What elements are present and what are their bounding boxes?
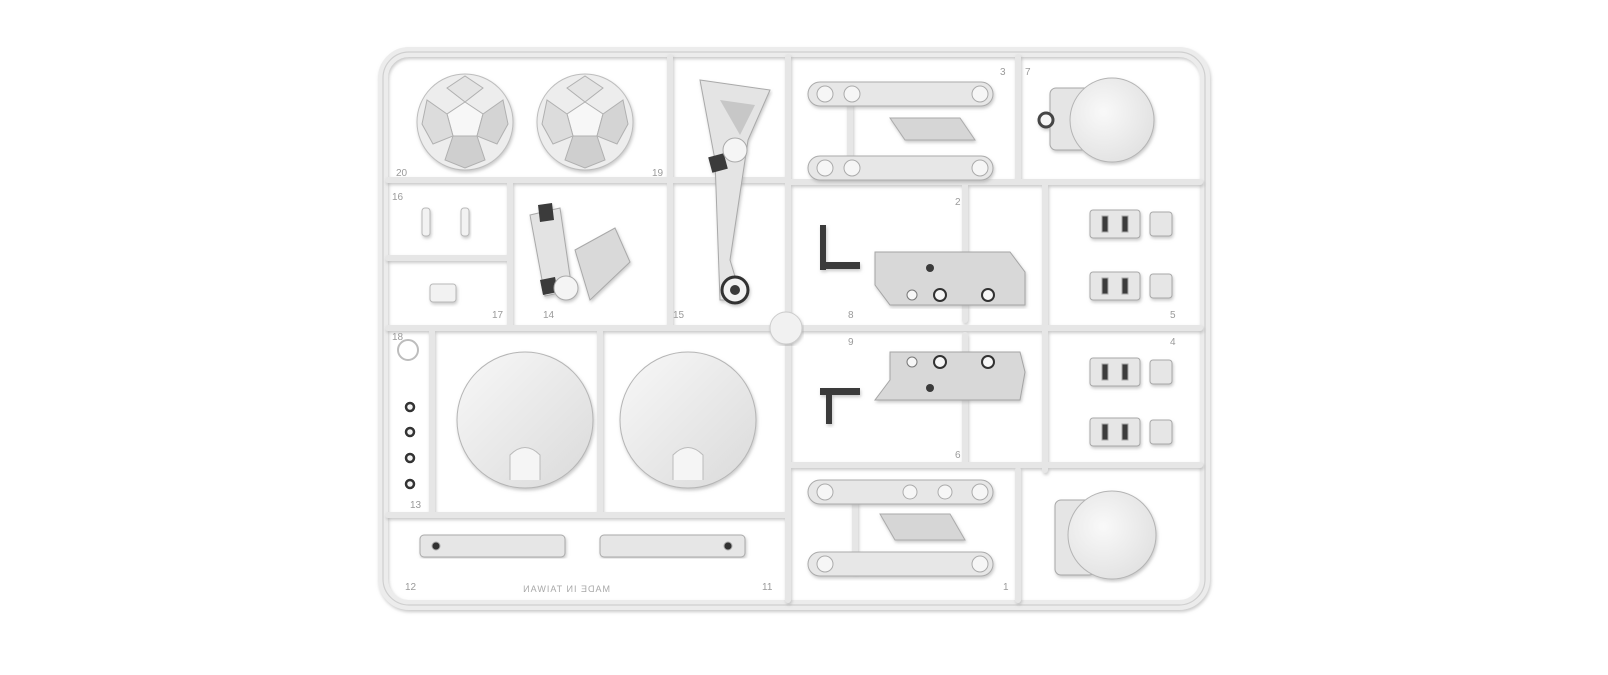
- dome-left: [456, 351, 594, 489]
- part-number-20: 20: [396, 168, 408, 179]
- part-number-13: 13: [410, 500, 422, 511]
- part-number-9: 9: [848, 337, 854, 348]
- round-lid-bottom: [1054, 490, 1157, 580]
- small-pins: [421, 207, 470, 303]
- faceted-ball-left: [416, 73, 514, 171]
- arm-piece-15: [699, 79, 771, 305]
- part-number-7: 7: [1025, 67, 1031, 78]
- part-number-2: 2: [955, 197, 961, 208]
- faceted-ball-right: [536, 73, 634, 171]
- dome-right: [619, 351, 757, 489]
- body-plate-8: [820, 225, 1026, 306]
- part-number-3: 3: [1000, 67, 1006, 78]
- part-number-labels: 1 2 3 4 5 6 7 8 9 11 12 13 14 15 16 17 1…: [392, 67, 1176, 593]
- body-plate-9: [820, 351, 1026, 424]
- part-number-11: 11: [762, 582, 773, 593]
- axle-bars: [419, 534, 746, 558]
- part-number-4: 4: [1170, 337, 1176, 348]
- part-number-17: 17: [492, 310, 504, 321]
- made-in-stamp: MADE IN TAIWAN: [522, 584, 610, 594]
- part-number-16: 16: [392, 192, 404, 203]
- sprue-frame: [378, 47, 1210, 610]
- sprue-gate: [769, 311, 803, 345]
- link-bars-upper: [807, 81, 994, 181]
- part-number-19: 19: [652, 168, 664, 179]
- part-number-6: 6: [955, 450, 961, 461]
- small-studs: [404, 401, 416, 490]
- leg-piece-14: [529, 203, 631, 301]
- ring-part: [397, 339, 419, 361]
- joint-clips: [1089, 209, 1173, 447]
- part-number-5: 5: [1170, 310, 1176, 321]
- part-number-8: 8: [848, 310, 854, 321]
- link-bars-lower: [807, 479, 994, 577]
- part-number-14: 14: [543, 310, 555, 321]
- part-number-18: 18: [392, 332, 404, 343]
- part-number-15: 15: [673, 310, 685, 321]
- part-number-1: 1: [1003, 582, 1009, 593]
- part-number-12: 12: [405, 582, 417, 593]
- round-lid-top: [1037, 77, 1155, 163]
